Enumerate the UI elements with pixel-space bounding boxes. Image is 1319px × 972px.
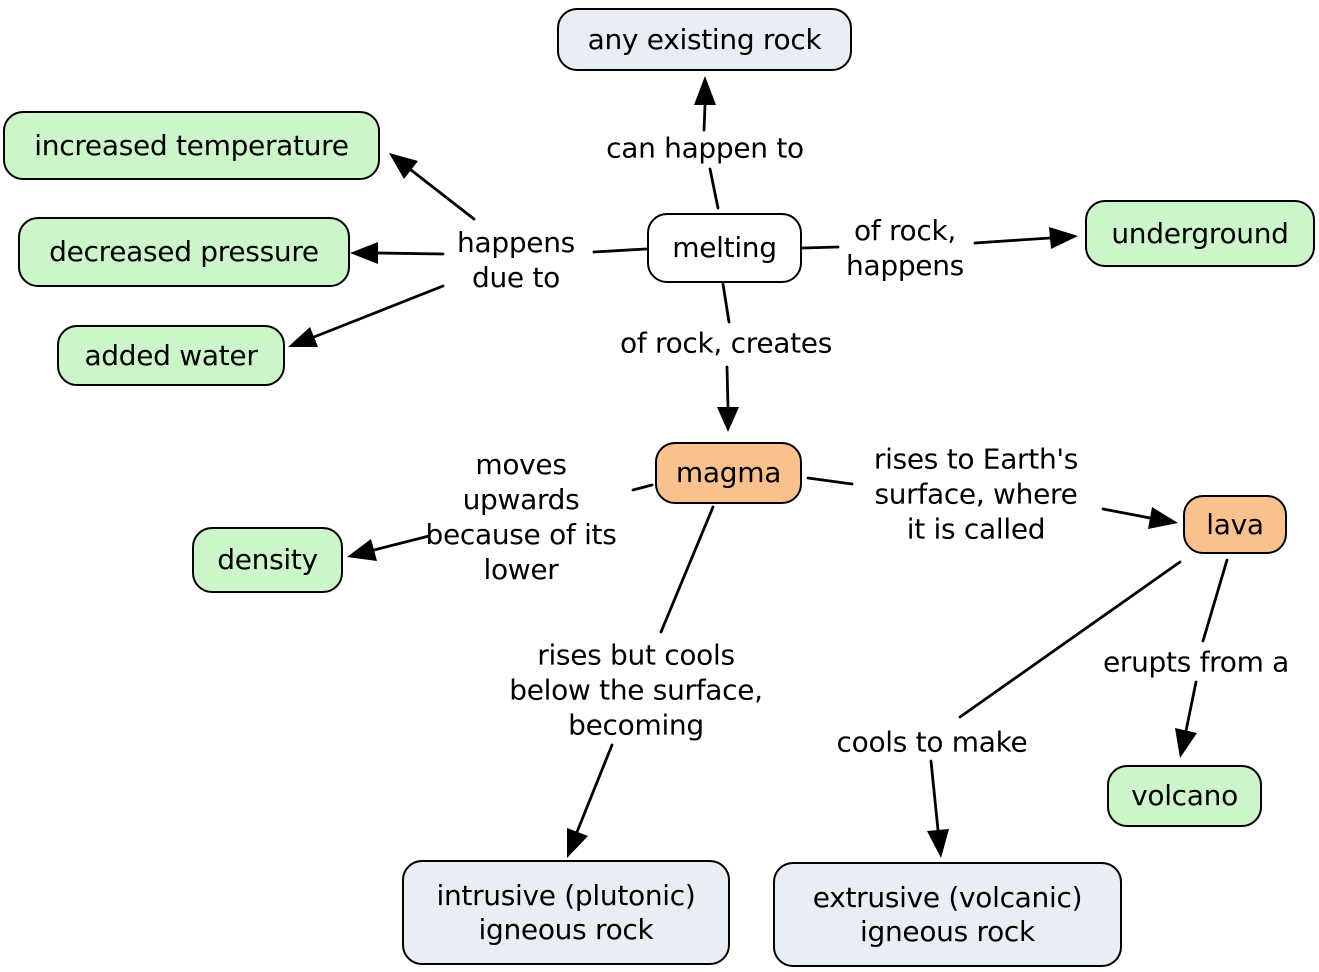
- edge-happens-due-to-added-water: [288, 284, 445, 347]
- link-label-of-rock-happens[interactable]: of rock, happens: [846, 214, 964, 282]
- edge-added-water-line: [312, 284, 445, 339]
- edge-moves-upwards-stem-line: [631, 483, 654, 492]
- edge-happens-due-to-stem-line: [592, 247, 648, 254]
- node-underground[interactable]: underground: [1085, 200, 1315, 267]
- edge-density-arrowhead: [347, 539, 377, 561]
- node-lava[interactable]: lava: [1183, 495, 1287, 554]
- edge-extrusive-arrowhead: [927, 829, 949, 858]
- edge-volcano-arrowhead: [1175, 728, 1197, 758]
- edge-decreased-pressure-arrowhead: [350, 242, 378, 264]
- node-intrusive-igneous-rock[interactable]: intrusive (plutonic) igneous rock: [402, 860, 730, 965]
- edge-erupts-from-a-upper-line: [1201, 558, 1229, 643]
- edge-increased-temperature-arrowhead: [389, 153, 418, 179]
- node-volcano[interactable]: volcano: [1107, 765, 1262, 827]
- edge-rises-to-surface-stem-line: [806, 476, 854, 486]
- edge-lava-line: [1101, 507, 1152, 520]
- edge-can-happen-to-upper-line: [702, 103, 707, 132]
- edge-can-happen-to-lower-line: [708, 167, 720, 210]
- edge-of-rock-creates-arrowhead: [717, 407, 739, 432]
- node-melting[interactable]: melting: [647, 213, 802, 283]
- link-label-happens-due-to[interactable]: happens due to: [457, 226, 575, 294]
- node-extrusive-igneous-rock[interactable]: extrusive (volcanic) igneous rock: [773, 862, 1122, 967]
- edge-happens-due-to-increased-temperature: [389, 153, 476, 221]
- edge-can-happen-to-arrowhead: [694, 76, 716, 105]
- link-label-rises-but-cools[interactable]: rises but cools below the surface, becom…: [509, 638, 763, 742]
- edge-added-water-arrowhead: [288, 327, 318, 347]
- link-label-can-happen-to[interactable]: can happen to: [606, 131, 804, 165]
- edge-of-rock-creates-lower-line: [725, 365, 730, 409]
- node-any-existing-rock[interactable]: any existing rock: [557, 8, 852, 71]
- link-label-moves-upwards-because[interactable]: moves upwards because of its lower: [425, 448, 617, 586]
- edge-decreased-pressure-line: [376, 251, 445, 256]
- link-label-rises-to-surface[interactable]: rises to Earth's surface, where it is ca…: [873, 442, 1079, 546]
- node-added-water[interactable]: added water: [57, 325, 285, 386]
- edge-of-rock-happens-stem-line: [801, 245, 840, 250]
- edge-erupts-from-a-lower-line: [1184, 680, 1198, 733]
- edge-rises-but-cools-upper-line: [659, 505, 715, 634]
- edge-melting-to-happens-due-to: [592, 247, 648, 254]
- link-label-cools-to-make[interactable]: cools to make: [836, 725, 1028, 759]
- edge-cools-to-make-lower-line: [929, 759, 940, 832]
- edge-lava-arrowhead: [1148, 507, 1178, 529]
- edge-underground-arrowhead: [1049, 227, 1078, 249]
- edge-density-line: [372, 534, 431, 552]
- edge-happens-due-to-decreased-pressure: [350, 242, 445, 264]
- edge-rises-but-cools-lower-line: [575, 743, 614, 834]
- edge-cools-to-make-upper-line: [958, 560, 1182, 719]
- node-density[interactable]: density: [192, 527, 343, 593]
- node-magma[interactable]: magma: [655, 442, 802, 504]
- link-label-erupts-from-a[interactable]: erupts from a: [1102, 645, 1290, 679]
- node-decreased-pressure[interactable]: decreased pressure: [18, 217, 350, 287]
- edge-of-rock-creates-upper-line: [721, 282, 731, 324]
- edge-intrusive-arrowhead: [567, 828, 588, 858]
- edge-underground-line: [973, 236, 1052, 245]
- edge-increased-temperature-line: [409, 168, 476, 221]
- link-label-of-rock-creates[interactable]: of rock, creates: [620, 326, 832, 360]
- node-increased-temperature[interactable]: increased temperature: [3, 111, 380, 180]
